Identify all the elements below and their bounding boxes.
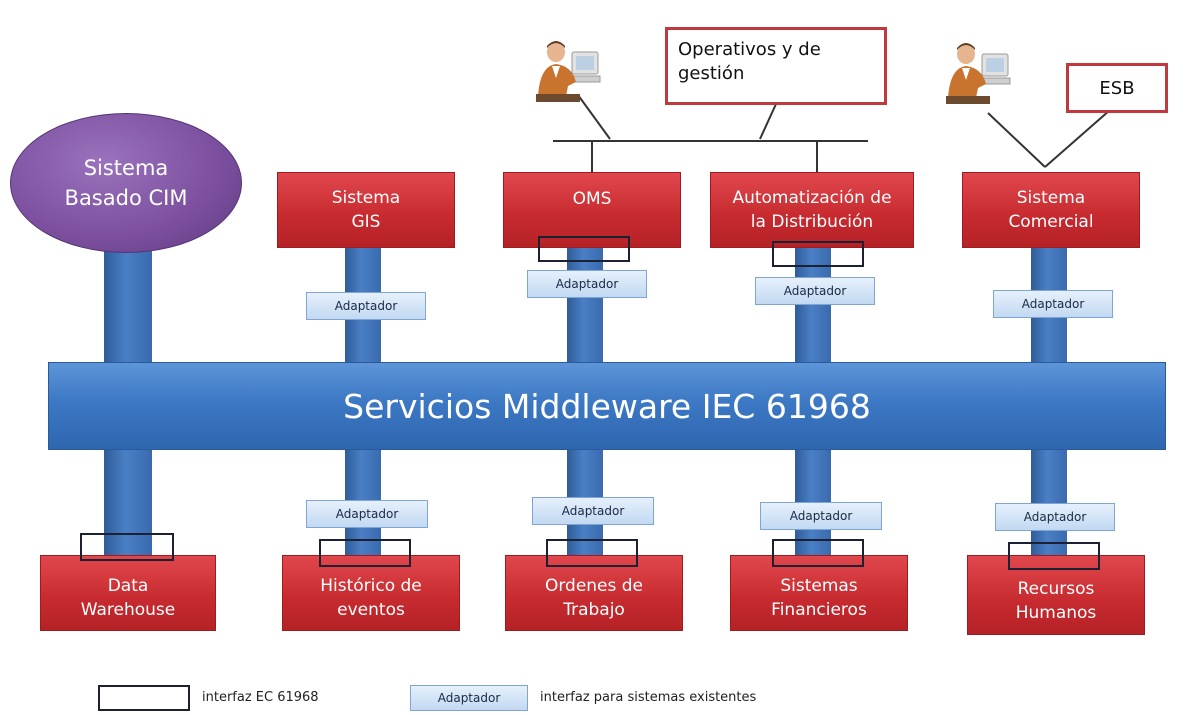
top-links [553,94,1111,172]
adapter-gis: Adaptador [306,292,426,320]
interface-oms [538,236,630,262]
system-label-line2: eventos [337,600,405,620]
esb-box: ESB [1066,63,1168,113]
adapter-hr: Adaptador [995,503,1115,531]
system-label-line1: Histórico de [320,576,422,596]
system-commercial: Sistema Comercial [962,172,1140,248]
system-label-line1: Sistema [1016,188,1086,208]
system-label-line1: Automatización de [732,188,892,208]
adapter-financial: Adaptador [760,502,882,530]
system-label-line2: GIS [351,212,381,232]
adapter-label: Adaptador [1023,510,1087,524]
system-oms: OMS [503,172,681,248]
legend-adapter-text: interfaz para sistemas existentes [540,690,757,705]
cim-line1: Sistema [83,156,169,180]
interface-financial [772,539,864,567]
adapter-label: Adaptador [555,277,619,291]
cim-line2: Basado CIM [64,186,188,210]
system-label-line1: Ordenes de [544,576,644,596]
system-label-line1: Sistema [331,188,401,208]
system-gis: Sistema GIS [277,172,455,248]
system-label-line2: Warehouse [80,600,176,620]
system-label-line1: OMS [572,189,612,209]
cim-system-ellipse: Sistema Basado CIM [10,113,242,253]
system-data-warehouse: Data Warehouse [40,555,216,631]
user-at-computer-icon [946,43,1011,104]
adapter-oms: Adaptador [527,270,647,298]
adapter-commercial: Adaptador [993,290,1113,318]
system-label-line2: Humanos [1015,603,1097,623]
system-financial: Sistemas Financieros [730,555,908,631]
esb-label: ESB [1099,77,1135,99]
interface-human-resources [1008,542,1100,570]
system-label-line2: Financieros [771,600,867,620]
legend-interface-swatch [98,685,190,711]
adapter-historic: Adaptador [306,500,428,528]
system-label-line2: Comercial [1008,212,1094,232]
adapter-work-orders: Adaptador [532,497,654,525]
adapter-label: Adaptador [783,284,847,298]
system-label-line1: Sistemas [780,576,858,596]
operations-line1: Operativos y de [678,39,821,60]
operations-box: Operativos y de gestión [665,27,887,105]
legend-adapter-swatch: Adaptador [410,685,528,711]
legend-interface-text: interfaz EC 61968 [202,690,319,705]
system-label-line2: Trabajo [563,600,625,620]
link-esb-line [1044,109,1111,168]
middleware-bus: Servicios Middleware IEC 61968 [48,362,1166,450]
adapter-label: Adaptador [561,504,625,518]
system-label-line1: Recursos [1017,579,1095,599]
operations-line2: gestión [678,63,745,84]
legend-adapter-sample: Adaptador [437,691,501,705]
link-user1-line [577,94,611,140]
interface-distribution [772,241,864,267]
middleware-label: Servicios Middleware IEC 61968 [343,386,871,426]
adapter-label: Adaptador [335,507,399,521]
system-work-orders: Ordenes de Trabajo [505,555,683,631]
interface-event-history [319,539,411,567]
adapter-label: Adaptador [789,509,853,523]
adapter-label: Adaptador [1021,297,1085,311]
system-label-line1: Data [107,576,149,596]
link-user2-line [987,112,1046,168]
interface-data-warehouse [80,533,174,561]
adapter-distribution: Adaptador [755,277,875,305]
system-event-history: Histórico de eventos [282,555,460,631]
link-operations-line [759,103,777,140]
adapter-label: Adaptador [334,299,398,313]
user-at-computer-icon [536,41,601,102]
system-distribution-automation: Automatización de la Distribución [710,172,914,248]
system-label-line2: la Distribución [750,212,874,232]
interface-work-orders [546,539,638,567]
